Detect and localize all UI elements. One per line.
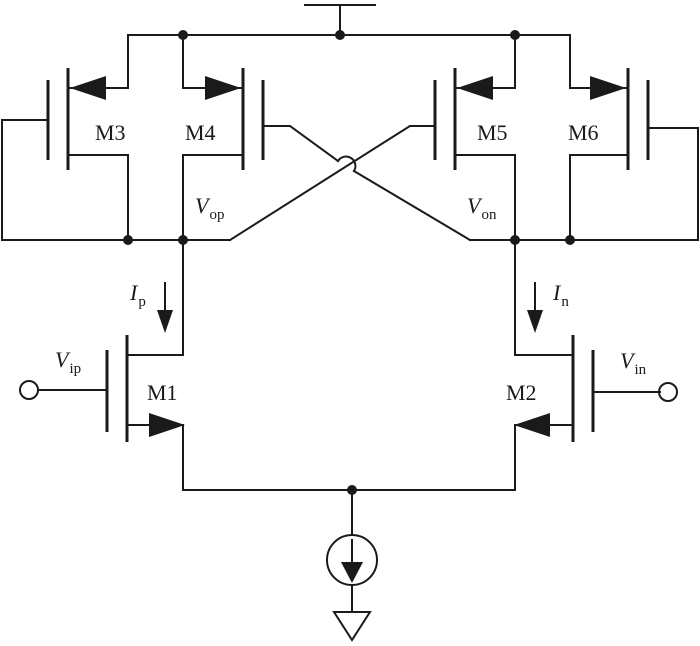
ground-icon <box>332 611 372 642</box>
junction-dot <box>123 235 133 245</box>
m6-label: M6 <box>568 120 599 145</box>
m1-label: M1 <box>147 380 178 405</box>
right-branch-wire <box>514 239 574 356</box>
left-branch-wire <box>126 239 184 356</box>
junction-dot <box>510 30 520 40</box>
vip-label: Vip <box>55 347 81 377</box>
current-source-arrow-icon <box>341 562 363 583</box>
ip-label: Ip <box>129 280 146 310</box>
junction-dot <box>178 30 188 40</box>
m1-source-arrow <box>149 413 185 437</box>
vop-label: Vop <box>195 193 224 223</box>
junction-dot <box>347 485 357 495</box>
transistor-m1 <box>37 335 185 442</box>
m5-source-arrow <box>457 76 493 100</box>
junction-dot <box>510 235 520 245</box>
transistor-m5 <box>433 68 516 241</box>
transistor-m2 <box>514 335 661 442</box>
m2-source-arrow <box>514 413 550 437</box>
junction-dot <box>565 235 575 245</box>
m3-label: M3 <box>95 120 126 145</box>
m4-label: M4 <box>185 120 216 145</box>
transistor-m3 <box>1 68 129 241</box>
input-vin-terminal[interactable] <box>658 382 678 402</box>
m6-source-arrow <box>590 76 626 100</box>
m5-label: M5 <box>477 120 508 145</box>
m3-source-arrow <box>70 76 106 100</box>
transistor-m6 <box>569 68 699 241</box>
tail-wire <box>182 424 516 536</box>
transistor-m4 <box>182 68 265 241</box>
current-in-arrow <box>527 310 543 333</box>
junction-dot <box>335 30 345 40</box>
cross-coupling-wires <box>228 125 472 242</box>
von-label: Von <box>467 193 497 223</box>
top-rail-wire <box>127 34 571 89</box>
tail-current-source <box>326 534 378 613</box>
m2-label: M2 <box>506 380 537 405</box>
m4-source-arrow <box>205 76 241 100</box>
in-label: In <box>552 280 569 310</box>
junction-dot <box>178 235 188 245</box>
input-vip-terminal[interactable] <box>19 380 39 400</box>
junction-dots <box>123 30 575 495</box>
vin-label: Vin <box>620 348 647 378</box>
current-ip-arrow <box>157 310 173 333</box>
